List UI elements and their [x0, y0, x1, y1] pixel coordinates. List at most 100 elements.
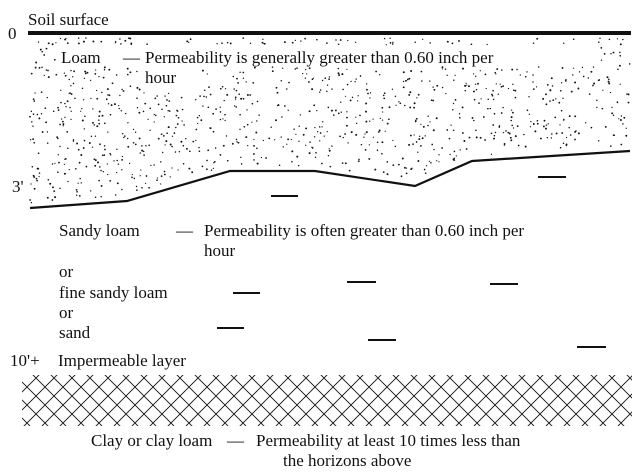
stipple-dot	[620, 115, 623, 117]
stipple-dot	[164, 144, 166, 146]
stipple-dot	[517, 144, 520, 147]
stipple-dot	[44, 107, 47, 110]
stipple-dot	[510, 109, 513, 111]
stipple-dot	[153, 164, 155, 166]
stipple-dot	[547, 123, 549, 125]
stipple-dot	[143, 154, 145, 156]
stipple-dot	[77, 42, 80, 45]
stipple-dot	[319, 140, 321, 142]
stipple-dot	[156, 179, 158, 182]
stipple-dot	[168, 110, 171, 112]
stipple-dot	[493, 112, 496, 115]
stipple-dot	[510, 139, 513, 142]
stipple-dot	[31, 166, 34, 168]
stipple-dot	[175, 126, 177, 129]
stipple-dot	[99, 166, 101, 168]
stipple-dot	[405, 79, 407, 82]
stipple-dot	[422, 125, 425, 128]
stipple-dot	[178, 151, 181, 153]
stipple-dot	[121, 133, 124, 135]
stipple-dot	[404, 104, 406, 107]
stipple-dot	[68, 78, 70, 81]
stipple-dot	[311, 146, 313, 148]
stipple-dot	[376, 149, 379, 152]
stipple-dot	[294, 68, 297, 70]
stipple-dot	[121, 88, 123, 91]
stipple-dot	[219, 111, 222, 113]
stipple-dot	[532, 88, 535, 90]
stipple-dot	[376, 141, 379, 143]
stipple-dot	[475, 129, 477, 132]
stipple-dot	[327, 106, 330, 109]
stipple-dot	[545, 127, 547, 130]
stipple-dot	[565, 144, 568, 147]
stipple-dot	[500, 85, 503, 88]
stipple-dot	[286, 143, 288, 145]
stipple-dot	[509, 136, 512, 139]
stipple-dot	[625, 134, 628, 137]
stipple-dot	[239, 128, 241, 130]
stipple-dot	[240, 97, 243, 100]
stipple-dot	[328, 76, 331, 78]
stipple-dot	[59, 145, 61, 148]
stipple-dot	[546, 84, 549, 86]
stipple-dot	[101, 91, 103, 94]
stipple-dot	[307, 81, 310, 83]
stipple-dot	[146, 43, 148, 46]
stipple-dot	[46, 96, 48, 99]
stipple-dot	[287, 109, 289, 111]
stipple-dot	[435, 117, 438, 120]
stipple-dot	[562, 97, 564, 100]
stipple-dot	[578, 71, 581, 73]
stipple-dot	[141, 145, 143, 147]
stipple-dot	[138, 88, 141, 91]
stipple-dot	[559, 146, 562, 149]
stipple-dot	[99, 143, 101, 146]
stipple-dot	[516, 68, 518, 71]
stipple-dot	[432, 129, 435, 132]
stipple-dot	[98, 75, 100, 78]
stipple-dot	[81, 87, 84, 90]
stipple-dot	[568, 115, 571, 118]
stipple-dot	[38, 172, 41, 174]
stipple-dot	[184, 137, 187, 140]
stipple-dot	[34, 92, 36, 94]
stipple-dot	[242, 37, 245, 39]
stipple-dot	[523, 133, 525, 136]
loam-stipple-texture	[29, 37, 631, 204]
stipple-dot	[73, 70, 75, 73]
stipple-dot	[413, 134, 415, 136]
stipple-dot	[503, 142, 506, 145]
stipple-dot	[121, 188, 123, 191]
stipple-dot	[542, 125, 545, 128]
stipple-dot	[253, 138, 255, 141]
stipple-dot	[415, 141, 418, 143]
stipple-dot	[512, 111, 514, 114]
stipple-dot	[258, 114, 260, 116]
stipple-dot	[429, 80, 431, 82]
stipple-dot	[148, 186, 150, 189]
stipple-dot	[47, 69, 49, 72]
stipple-dot	[626, 93, 628, 95]
stipple-dot	[609, 91, 612, 94]
stipple-dot	[415, 119, 417, 122]
stipple-dot	[432, 86, 434, 88]
stipple-dot	[70, 69, 72, 72]
stipple-dot	[70, 118, 72, 121]
stipple-dot	[473, 119, 475, 122]
stipple-dot	[436, 160, 438, 162]
stipple-dot	[391, 88, 394, 90]
stipple-dot	[88, 142, 91, 144]
stipple-dot	[70, 93, 73, 95]
stipple-dot	[495, 73, 497, 75]
stipple-dot	[545, 124, 548, 126]
stipple-dot	[246, 123, 249, 126]
stipple-dot	[619, 119, 622, 121]
stipple-dot	[607, 78, 610, 81]
stipple-dot	[209, 93, 212, 96]
stipple-dot	[486, 43, 488, 46]
stipple-dot	[138, 111, 141, 114]
stipple-dot	[63, 72, 66, 74]
stipple-dot	[107, 94, 109, 96]
stipple-dot	[596, 99, 598, 102]
